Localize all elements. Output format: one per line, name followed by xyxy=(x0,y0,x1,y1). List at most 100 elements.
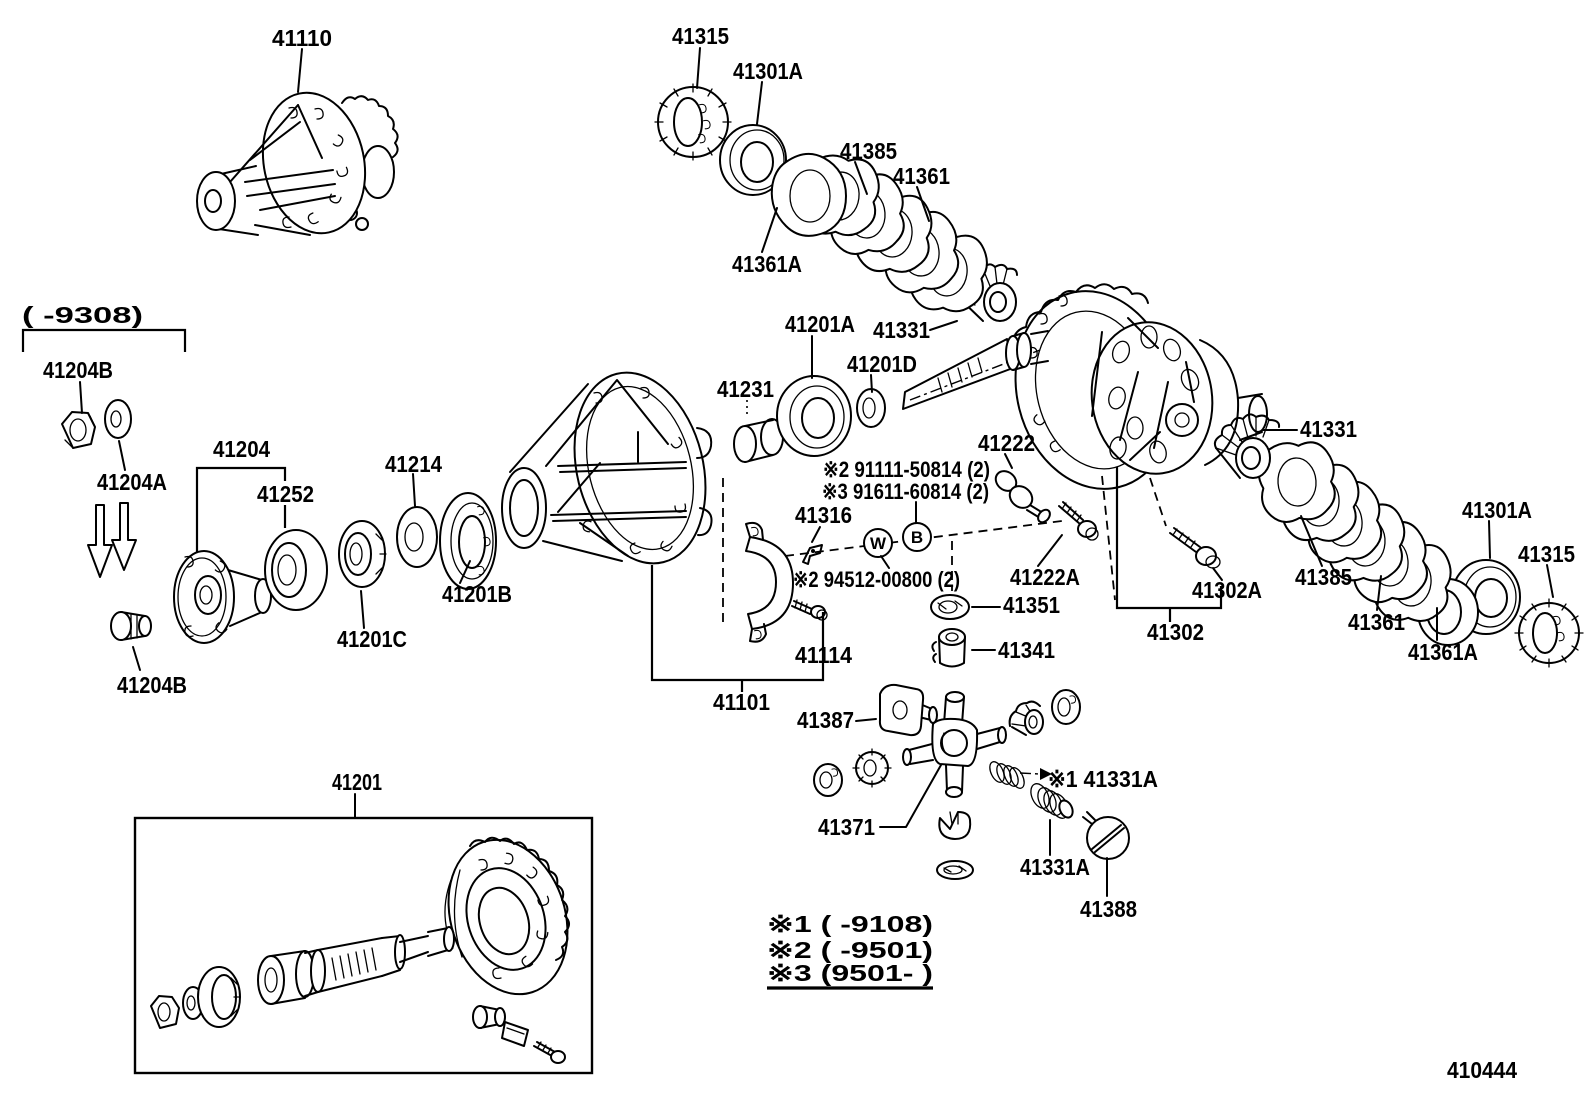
spec-washer-94512-00800: ※2 94512-00800 (2) xyxy=(793,567,960,592)
part-label-41351: 41351 xyxy=(1003,592,1060,618)
part-41371-spider-cross xyxy=(902,691,1007,798)
part-differential-case-assembly xyxy=(902,283,1268,490)
part-label-41114: 41114 xyxy=(795,642,852,668)
part-bearing-cap xyxy=(745,521,794,643)
part-41331-side-gear-right xyxy=(1213,413,1281,479)
part-label-41385-right: 41385 xyxy=(1295,564,1352,590)
part-label-41222a: 41222A xyxy=(1010,564,1080,590)
part-41387-joint-plate xyxy=(878,683,938,737)
part-41331a-spring-large xyxy=(1030,783,1074,819)
part-label-41201: 41201 xyxy=(332,769,382,795)
part-label-41231: 41231 xyxy=(717,376,774,402)
production-range-note: ( -9308) xyxy=(22,302,143,328)
part-label-41201a: 41201A xyxy=(785,311,855,337)
part-thrust-block xyxy=(938,811,972,840)
part-41110-differential-assembly xyxy=(196,91,399,236)
part-41201a-bearing xyxy=(776,375,852,457)
part-41231-spacer xyxy=(733,418,784,463)
part-label-41315-right: 41315 xyxy=(1518,541,1575,567)
part-41201d-washer xyxy=(856,388,886,428)
hardware-mark-bolt: B xyxy=(902,501,932,552)
part-41316-oil-deflector xyxy=(802,544,823,565)
part-41201c-bearing xyxy=(338,520,387,588)
legend-line-3: ※3 (9501- ) xyxy=(767,960,933,986)
part-side-gear-washer-left xyxy=(813,763,843,797)
part-label-41204a: 41204A xyxy=(97,469,167,495)
part-label-41204b-top: 41204B xyxy=(43,357,113,383)
part-41204-companion-flange xyxy=(173,550,272,644)
part-label-41222: 41222 xyxy=(978,430,1035,456)
spring-note-arrow xyxy=(1019,768,1052,780)
figure-number: 410444 xyxy=(1447,1057,1517,1083)
spec-bolt-91611-60814: ※3 91611-60814 (2) xyxy=(822,479,989,504)
part-label-41204b-bottom: 41204B xyxy=(117,672,187,698)
dashed-ref-case-bracket xyxy=(1101,475,1116,601)
part-label-41361a-right: 41361A xyxy=(1408,639,1478,665)
part-41315-bearing-race-top xyxy=(654,83,732,161)
part-41301a-bearing-top xyxy=(719,124,787,196)
part-41222a-bolt xyxy=(1058,501,1099,541)
part-label-41341: 41341 xyxy=(998,637,1055,663)
part-label-41331a-note: ※1 41331A xyxy=(1048,766,1158,792)
part-41101-carrier-housing xyxy=(501,371,713,565)
bracket-41101 xyxy=(650,565,825,682)
part-side-gear-right xyxy=(1008,700,1044,736)
part-joint-yoke-pieces xyxy=(472,1005,529,1047)
part-41204b-nut xyxy=(61,411,96,449)
part-ring-gear xyxy=(444,836,570,996)
part-label-41388: 41388 xyxy=(1080,896,1137,922)
part-41252-dust-deflector xyxy=(264,529,328,611)
part-yoke-bolt xyxy=(533,1041,566,1064)
part-41361a-plate-top xyxy=(770,152,847,237)
part-label-41331a: 41331A xyxy=(1020,854,1090,880)
part-41204a-washer xyxy=(104,399,132,439)
part-label-41302a: 41302A xyxy=(1192,577,1262,603)
part-label-41252: 41252 xyxy=(257,481,314,507)
part-41201-final-gear-kit xyxy=(133,816,594,1075)
part-side-gear-left xyxy=(852,748,892,788)
part-label-41201c: 41201C xyxy=(337,626,407,652)
part-label-41204: 41204 xyxy=(213,436,270,462)
legend-line-1: ※1 ( -9108) xyxy=(767,911,933,937)
part-label-41361-right: 41361 xyxy=(1348,609,1405,635)
part-41222-pinion-shaft xyxy=(994,470,1051,524)
part-41341-retainer xyxy=(931,628,966,668)
replacement-arrows xyxy=(87,502,137,578)
part-label-41201d: 41201D xyxy=(847,351,917,377)
part-41315-bearing-race-right xyxy=(1514,598,1584,668)
part-pinion-bearing xyxy=(197,966,241,1028)
part-label-41201b: 41201B xyxy=(442,581,512,607)
part-label-41316: 41316 xyxy=(795,502,852,528)
part-41201b-bearing xyxy=(439,492,497,590)
part-label-41371: 41371 xyxy=(818,814,875,840)
part-label-41214: 41214 xyxy=(385,451,442,477)
part-41385-41361-clutch-plates-right xyxy=(1255,438,1455,626)
spec-nut-91111-50814: ※2 91111-50814 (2) xyxy=(823,457,990,482)
bracket-9308 xyxy=(21,328,187,352)
part-41351-washer xyxy=(930,594,970,620)
part-label-41361-top: 41361 xyxy=(893,163,950,189)
part-label-41331-right: 41331 xyxy=(1300,416,1357,442)
hardware-mark-washer: W xyxy=(863,528,893,569)
part-label-41110: 41110 xyxy=(272,25,332,51)
dashed-ref-case-bolt xyxy=(1149,477,1167,527)
washer-mark-letter: W xyxy=(870,534,887,553)
part-pinion-nut xyxy=(150,995,180,1029)
part-label-41331-mid: 41331 xyxy=(873,317,930,343)
part-drive-pinion xyxy=(257,926,455,1005)
part-41331a-spring-small xyxy=(989,761,1025,789)
part-41214-washer xyxy=(396,506,438,568)
part-side-gear-washer-right xyxy=(1051,689,1081,725)
part-41204b-plug xyxy=(110,611,152,641)
part-label-41101: 41101 xyxy=(713,689,770,715)
part-41388-thrust-screw xyxy=(1082,811,1130,860)
part-label-41302: 41302 xyxy=(1147,619,1204,645)
part-label-41301a-right: 41301A xyxy=(1462,497,1532,523)
part-label-41315-top: 41315 xyxy=(672,23,729,49)
part-label-41361a-top: 41361A xyxy=(732,251,802,277)
part-41114-bolt xyxy=(791,599,828,621)
part-label-41385-top: 41385 xyxy=(840,138,897,164)
part-label-41301a-top: 41301A xyxy=(733,58,803,84)
